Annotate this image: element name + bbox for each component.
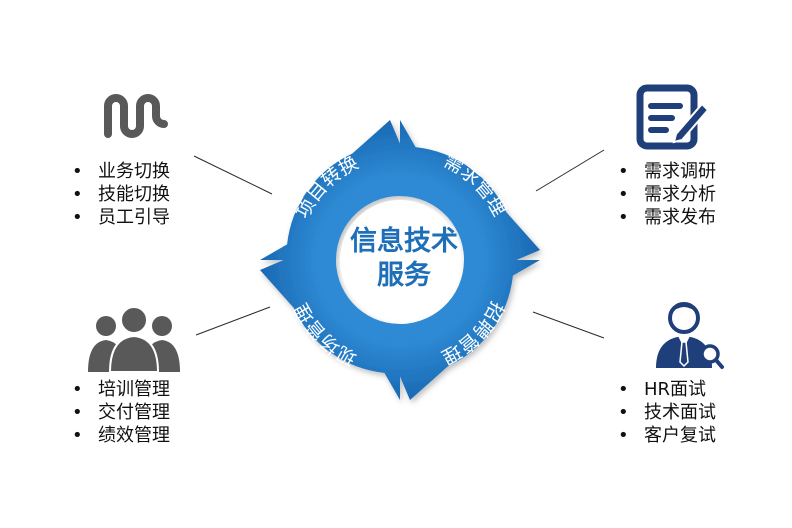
list-bottom-left: 培训管理 交付管理 绩效管理 <box>72 378 170 447</box>
list-item: 客户复试 <box>618 424 716 447</box>
connector-line-top-right <box>535 149 605 192</box>
list-item: 需求发布 <box>618 206 716 229</box>
list-item: 技能切换 <box>72 183 170 206</box>
center-title-line2: 服务 <box>377 260 431 291</box>
segment-bottom-left <box>260 254 400 400</box>
transition-wave-icon <box>104 94 168 138</box>
list-item: 技术面试 <box>618 401 716 424</box>
center-disc <box>340 200 460 320</box>
segment-top-left <box>260 120 406 260</box>
segment-top-right <box>400 120 540 266</box>
team-people-icon <box>88 306 180 373</box>
segment-bottom-right <box>394 260 540 400</box>
list-item: 员工引导 <box>72 206 170 229</box>
list-item: 绩效管理 <box>72 424 170 447</box>
list-item: 培训管理 <box>72 378 170 401</box>
list-item: 需求调研 <box>618 160 716 183</box>
connector-line-bottom-right <box>532 311 605 339</box>
list-top-left: 业务切换 技能切换 员工引导 <box>72 160 170 229</box>
connector-line-top-left <box>193 155 273 195</box>
list-top-right: 需求调研 需求分析 需求发布 <box>618 160 716 229</box>
list-item: HR面试 <box>618 378 716 401</box>
center-title-line1: 信息技术 <box>350 225 458 257</box>
list-item: 需求分析 <box>618 183 716 206</box>
list-item: 交付管理 <box>72 401 170 424</box>
connector-line-bottom-left <box>195 306 271 336</box>
list-bottom-right: HR面试 技术面试 客户复试 <box>618 378 716 447</box>
document-edit-icon <box>636 84 710 150</box>
list-item: 业务切换 <box>72 160 170 183</box>
interviewer-search-icon <box>656 302 724 369</box>
